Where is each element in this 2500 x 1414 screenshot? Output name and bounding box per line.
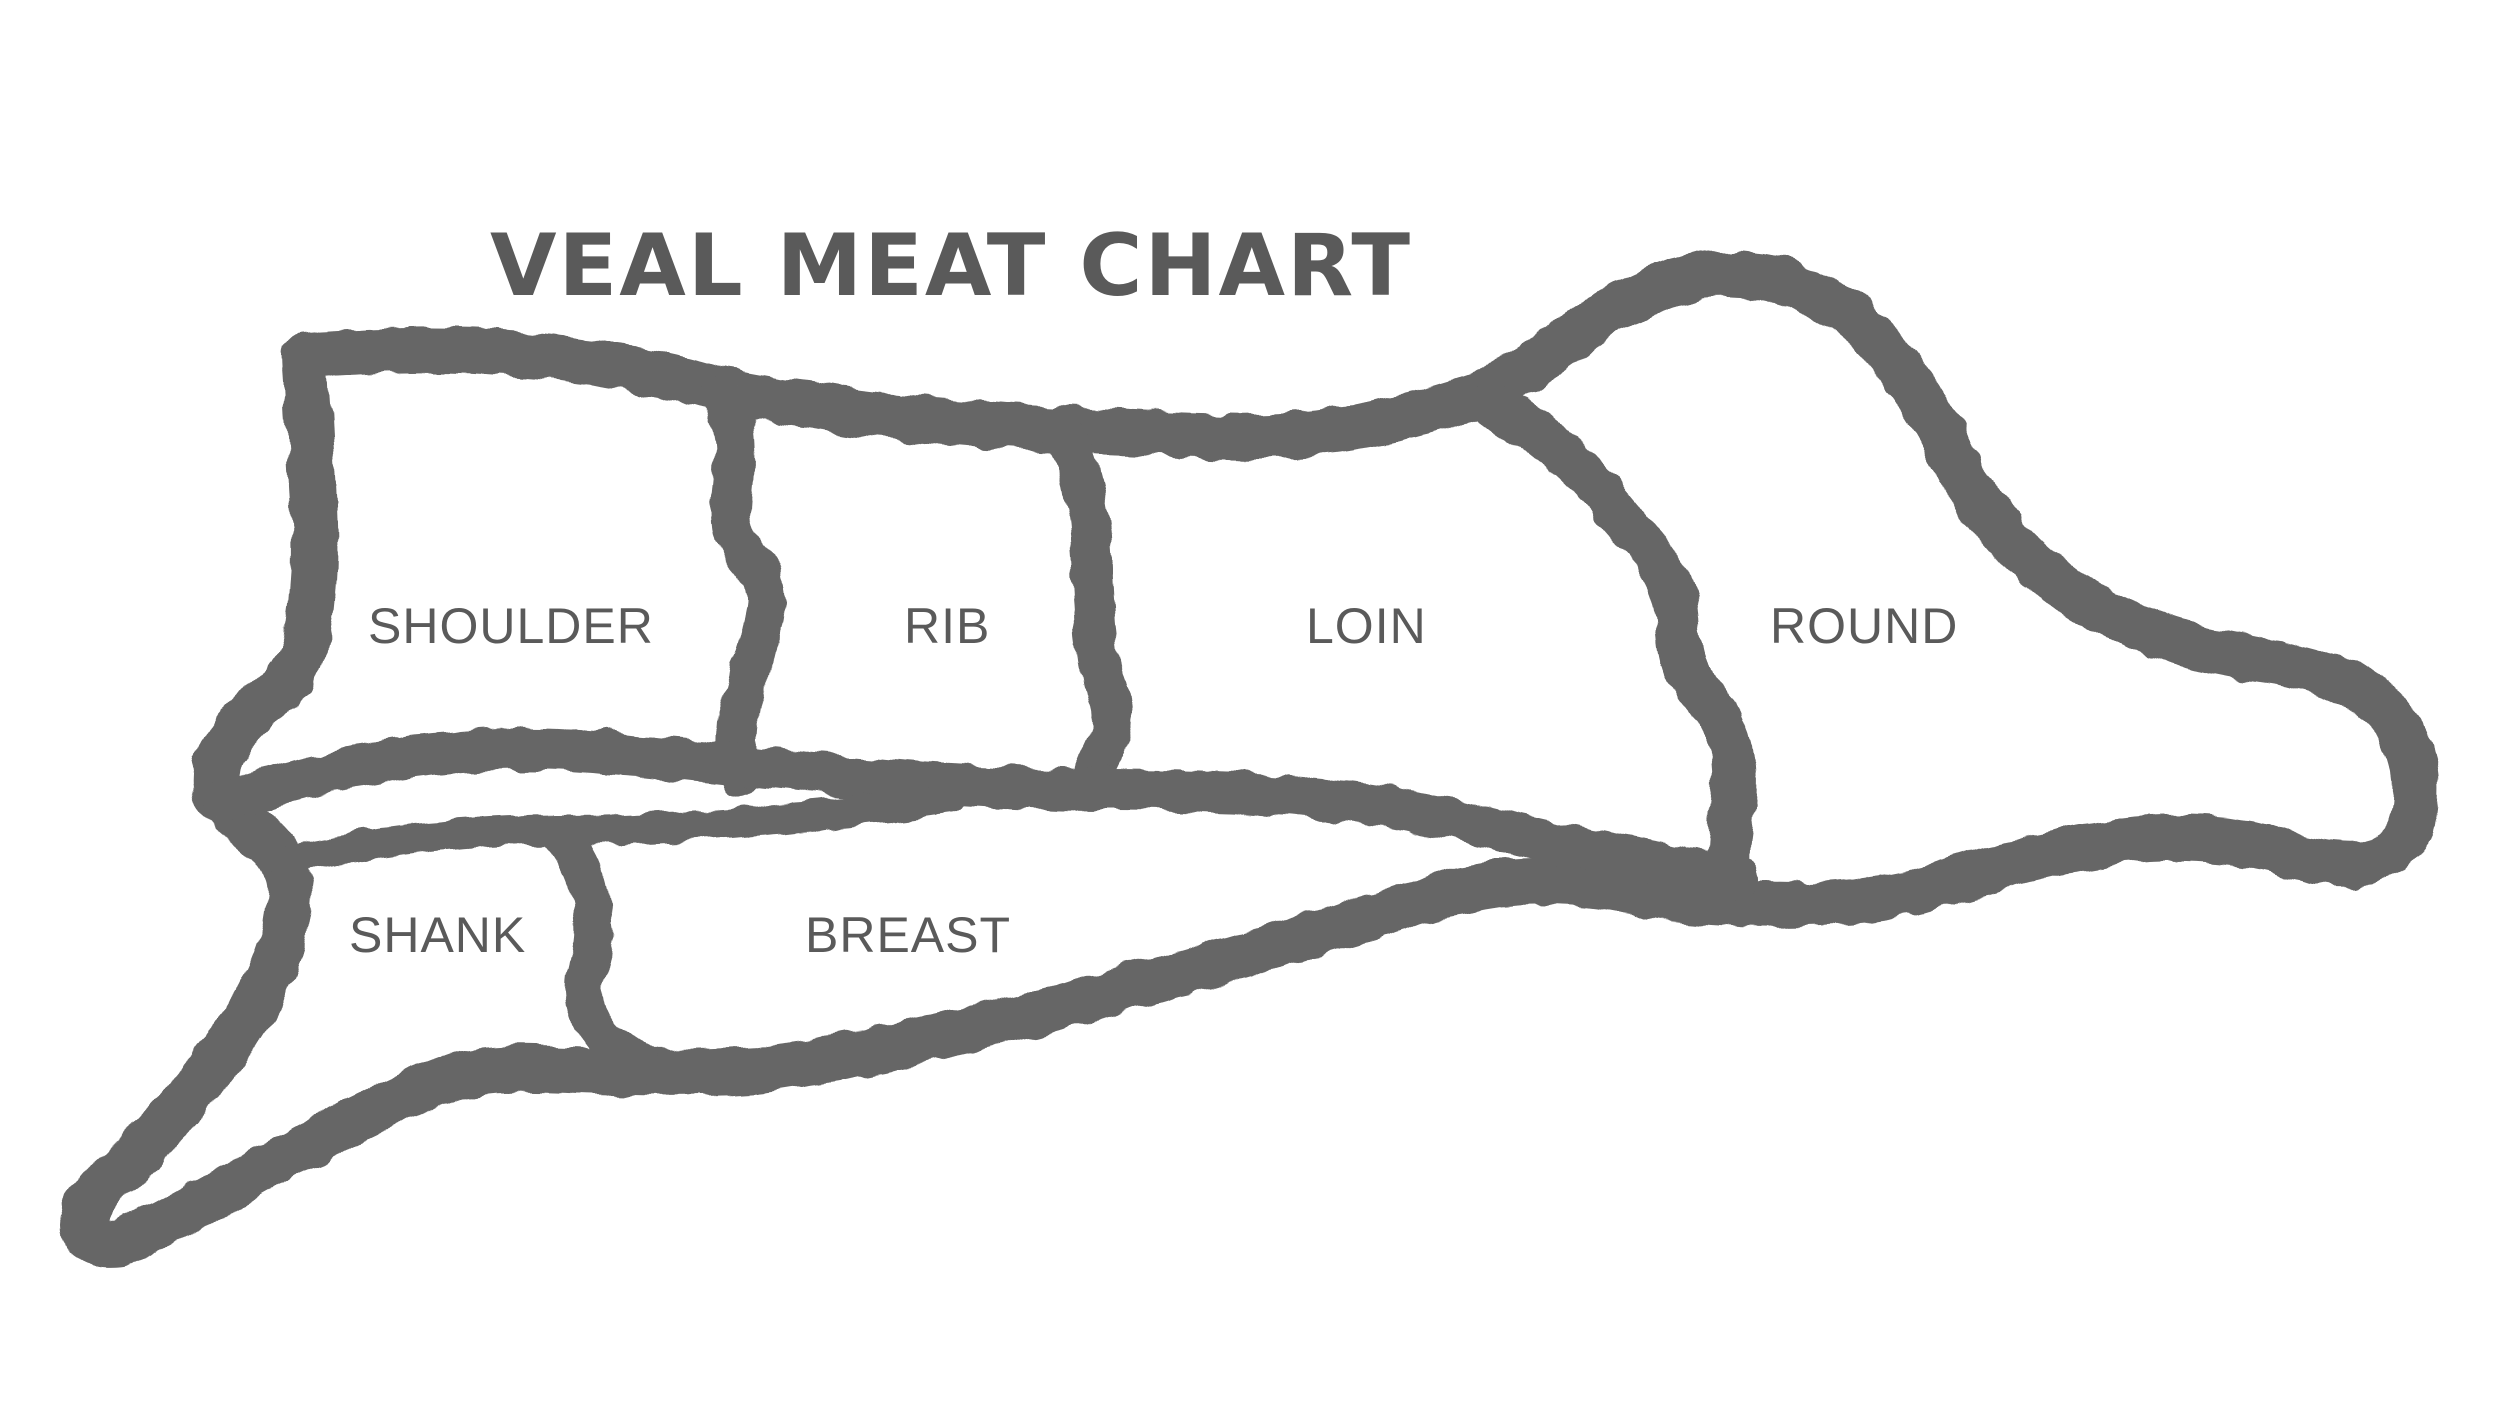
divider-upper-lower [204, 728, 1761, 901]
chart-title: VEAL MEAT CHART [490, 216, 1412, 316]
divider-upper-lower-secondary [265, 785, 965, 875]
cut-labels: SHOULDER RIB LOIN ROUND SHANK BREAST [349, 598, 1958, 963]
label-breast: BREAST [805, 907, 1011, 963]
divider-shank-breast [541, 816, 659, 1084]
divider-shoulder-rib [700, 375, 788, 795]
label-loin: LOIN [1306, 598, 1427, 654]
label-shoulder: SHOULDER [368, 598, 654, 654]
label-shank: SHANK [349, 907, 526, 963]
outer-outline [59, 250, 2439, 1269]
divider-rib-loin [1040, 405, 1132, 810]
veal-body-outline [59, 250, 2439, 1269]
divider-loin-round [1468, 383, 1756, 907]
label-rib: RIB [904, 598, 990, 654]
cut-dividers [204, 375, 1761, 1084]
label-round: ROUND [1770, 598, 1958, 654]
